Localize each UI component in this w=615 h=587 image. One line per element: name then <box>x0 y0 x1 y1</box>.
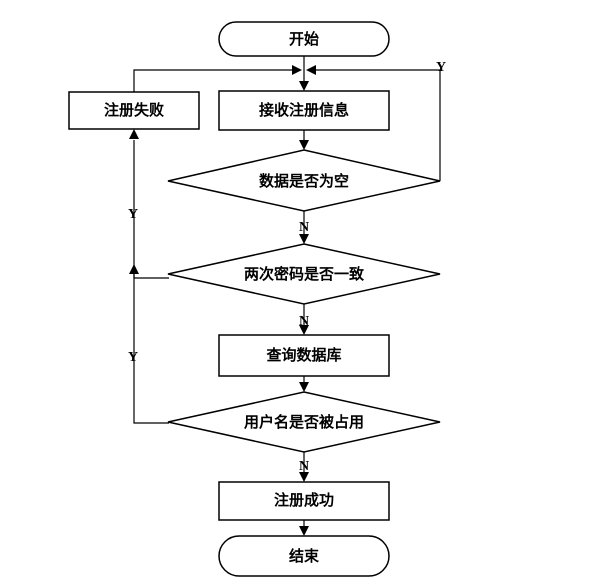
query-db-label: 查询数据库 <box>266 346 341 364</box>
edge-labels: Y N Y N Y N <box>128 60 446 474</box>
empty-yes-label: Y <box>436 60 446 75</box>
fail-label: 注册失败 <box>104 101 164 119</box>
arrow-to-fail <box>129 129 139 139</box>
success-node: 注册成功 <box>218 481 390 521</box>
edge-username-yes <box>133 270 169 424</box>
username-no-label: N <box>299 459 309 474</box>
password-yes-label: Y <box>128 207 138 222</box>
check-username-label: 用户名是否被占用 <box>244 413 364 431</box>
arrow-to-check-username <box>299 382 309 392</box>
end-label: 结束 <box>289 547 320 565</box>
arrow-to-check-empty <box>299 140 309 150</box>
arrow-to-success <box>299 472 309 482</box>
edge-empty-yes-loop <box>312 69 441 181</box>
start-label: 开始 <box>289 30 319 48</box>
arrow-empty-yes-merge <box>306 65 316 75</box>
check-password-node: 两次密码是否一致 <box>167 243 441 305</box>
arrow-to-receive <box>299 81 309 91</box>
arrow-fail-merge <box>292 65 302 75</box>
arrow-to-query <box>299 325 309 335</box>
empty-no-label: N <box>299 220 309 235</box>
success-label: 注册成功 <box>274 491 334 509</box>
edge-fail-merge <box>133 69 296 92</box>
end-node: 结束 <box>218 535 390 577</box>
fail-node: 注册失败 <box>68 91 200 130</box>
arrowheads <box>129 65 316 536</box>
receive-node: 接收注册信息 <box>218 90 390 131</box>
receive-label: 接收注册信息 <box>259 101 349 119</box>
check-password-label: 两次密码是否一致 <box>244 265 365 283</box>
query-db-node: 查询数据库 <box>218 334 390 377</box>
check-empty-label: 数据是否为空 <box>259 172 349 190</box>
arrow-to-end <box>299 526 309 536</box>
password-no-label: N <box>299 314 309 329</box>
check-empty-node: 数据是否为空 <box>167 149 441 212</box>
username-yes-label: Y <box>128 350 138 365</box>
check-username-node: 用户名是否被占用 <box>167 391 441 453</box>
arrow-username-yes-up <box>129 264 139 274</box>
arrow-to-check-password <box>299 234 309 244</box>
start-node: 开始 <box>218 21 390 57</box>
connectors <box>133 56 441 533</box>
